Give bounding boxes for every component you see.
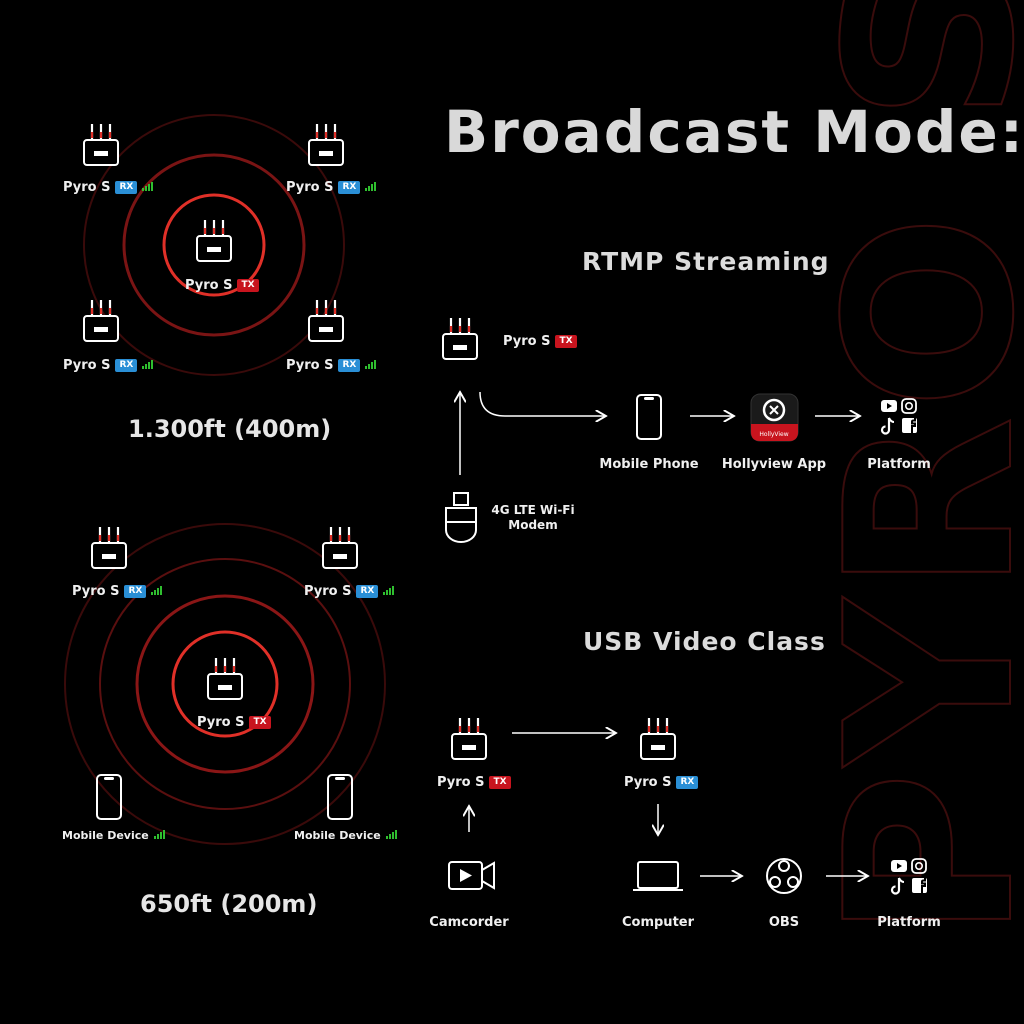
platforms-icon (879, 397, 919, 435)
obs-label: OBS (768, 915, 800, 930)
svg-text:HollyView: HollyView (759, 431, 788, 438)
computer-icon (633, 861, 683, 891)
pyro-rx-icon (307, 122, 345, 167)
signal-icon (365, 358, 377, 373)
platform-label: Platform (867, 457, 931, 472)
pyro-tx-icon (441, 316, 479, 361)
signal-icon (365, 180, 377, 195)
pyro-tx-icon (195, 218, 233, 263)
uvc-heading: USB Video Class (583, 627, 826, 656)
range-label-top: 1.300ft (400m) (128, 415, 332, 443)
mobile-label: Mobile Device (294, 829, 398, 842)
page-title: Broadcast Mode: (444, 98, 1024, 166)
pyro-tx-icon (450, 716, 488, 761)
arrow-right (479, 391, 606, 416)
phone-label: Mobile Phone (599, 457, 699, 472)
signal-icon (142, 358, 154, 373)
pyro-rx-icon (82, 122, 120, 167)
pyro-rx-icon (639, 716, 677, 761)
pyro-rx-icon (90, 525, 128, 570)
phone-icon (636, 394, 662, 440)
signal-icon (153, 829, 166, 842)
obs-icon (766, 858, 802, 894)
hollyview-app-icon: HollyView (750, 393, 799, 442)
signal-icon (383, 584, 395, 599)
range-label-bottom: 650ft (200m) (140, 890, 318, 918)
modem-icon (445, 492, 477, 543)
pyro-rx-icon (82, 298, 120, 343)
signal-icon (385, 829, 398, 842)
platforms-icon (889, 857, 929, 895)
mobile-icon (327, 774, 353, 820)
watermark-text: PYRO S (798, 0, 1024, 940)
camcorder-icon (448, 861, 495, 890)
signal-icon (142, 180, 154, 195)
signal-icon (151, 584, 163, 599)
pyro-rx-icon (321, 525, 359, 570)
platform-label: Platform (877, 915, 941, 930)
pyro-rx-icon (307, 298, 345, 343)
computer-label: Computer (621, 915, 695, 930)
mobile-label: Mobile Device (62, 829, 166, 842)
app-label: Hollyview App (721, 457, 827, 472)
mobile-icon (96, 774, 122, 820)
camcorder-label: Camcorder (429, 915, 509, 930)
pyro-tx-icon (206, 656, 244, 701)
rtmp-heading: RTMP Streaming (582, 247, 830, 276)
